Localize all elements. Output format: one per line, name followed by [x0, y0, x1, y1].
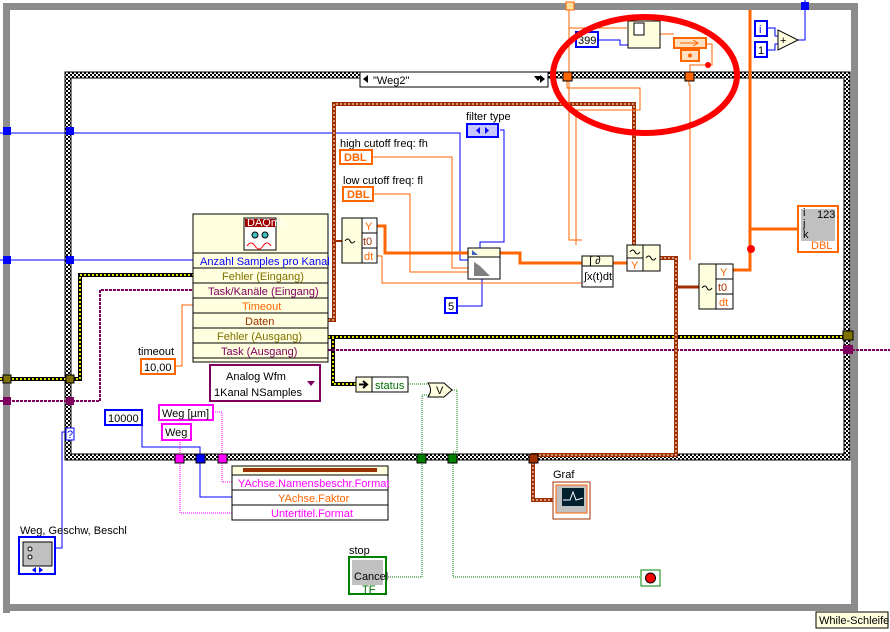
waveform-icon: [344, 238, 356, 244]
scale-value: 10000: [108, 413, 139, 425]
filter-type-label: filter type: [466, 111, 511, 123]
enum-arrows-icon: [476, 127, 489, 134]
high-cutoff-control[interactable]: DBL: [339, 149, 373, 165]
get-waveform-components-1[interactable]: Y t0 dt: [341, 217, 378, 264]
terminal-task-eingang: Task/Kanäle (Eingang): [208, 286, 319, 298]
arrow-icon: [359, 380, 369, 389]
status-label: status: [375, 380, 405, 392]
array-indicator: i j k 123 DBL: [797, 205, 839, 253]
add-symbol: +: [780, 35, 786, 47]
timeout-constant[interactable]: 10,00: [140, 358, 176, 375]
feedback-node[interactable]: [673, 37, 707, 62]
integral-node[interactable]: ∫ ∂ ∫x(t)dt: [581, 255, 614, 288]
case-dropdown-icon[interactable]: [534, 76, 542, 81]
one-constant[interactable]: 1: [754, 41, 768, 58]
case-next-icon[interactable]: [540, 75, 545, 83]
stop-button-text: Cancel: [354, 571, 388, 583]
build-waveform-node[interactable]: Y: [626, 244, 661, 272]
low-cutoff-type: DBL: [347, 189, 370, 201]
terminal-timeout: Timeout: [242, 301, 281, 313]
graph-label: Graf: [553, 469, 575, 481]
case-selector-terminal[interactable]: ?: [65, 427, 75, 441]
while-loop[interactable]: [3, 3, 858, 613]
iteration-terminal: i: [754, 20, 768, 37]
butterworth-filter-node[interactable]: [467, 247, 501, 280]
terminal-anzahl-samples: Anzahl Samples pro Kanal: [200, 256, 330, 268]
daqmx-read-node[interactable]: DAQmx Anzahl Samples pro Kanal Fehler (E…: [192, 213, 330, 363]
array-index-k: k: [803, 229, 809, 241]
daqmx-polymorphic-selector[interactable]: Analog Wfm 1Kanal NSamples: [209, 364, 321, 402]
gwc2-dt: dt: [719, 297, 728, 309]
stop-button-type: TF: [362, 584, 376, 596]
integral-title: ∫ ∂: [588, 255, 601, 267]
polymorph-line-1: Analog Wfm: [226, 371, 286, 383]
enum-label: Weg, Geschw, Beschl: [20, 525, 127, 537]
gwc1-dt: dt: [364, 251, 373, 263]
weg-um-constant[interactable]: Weg [µm]: [158, 404, 214, 421]
case-selector-value: "Weg2": [373, 75, 409, 87]
filter-type-control[interactable]: [466, 123, 499, 138]
gwc1-y: Y: [365, 221, 373, 233]
selector-question-mark: ?: [67, 429, 73, 441]
or-symbol: V: [436, 385, 444, 397]
weg-value: Weg: [165, 427, 187, 439]
iteration-i: i: [759, 24, 761, 36]
wires: [0, 0, 890, 578]
high-cutoff-label: high cutoff freq: fh: [340, 138, 428, 150]
red-annotation-circle: [550, 14, 740, 136]
loop-condition-stop-icon[interactable]: [640, 569, 661, 587]
array-index-j: j: [802, 218, 805, 230]
gwc2-t0: t0: [718, 282, 727, 294]
initialize-array-node[interactable]: [627, 20, 661, 49]
graph-indicator: [552, 481, 591, 520]
one-value: 1: [758, 45, 764, 57]
array-index-i: i: [803, 207, 805, 219]
property-item-1[interactable]: YAchse.Namensbeschr.Format: [238, 478, 389, 490]
or-gate[interactable]: V: [427, 382, 453, 398]
polymorph-line-2: 1Kanal NSamples: [214, 387, 303, 399]
filter-order-constant[interactable]: 5: [444, 297, 458, 314]
stop-label: stop: [349, 545, 370, 557]
case-selector[interactable]: "Weg2": [359, 71, 549, 88]
weg-constant[interactable]: Weg: [161, 423, 192, 441]
case-prev-icon[interactable]: [363, 75, 368, 83]
while-loop-label: While-Schleife: [815, 611, 889, 629]
daqmx-icon-text: DAQmx: [247, 217, 286, 229]
low-cutoff-label: low cutoff freq: fl: [343, 175, 423, 187]
filter-order-value: 5: [448, 301, 454, 313]
feedback-arrow-icon: [680, 39, 699, 47]
property-item-2[interactable]: YAchse.Faktor: [278, 493, 350, 505]
tunnels: [2, 1, 854, 464]
terminal-fehler-eingang: Fehler (Eingang): [222, 271, 304, 283]
terminal-fehler-ausgang: Fehler (Ausgang): [217, 331, 302, 343]
daqmx-icon: DAQmx: [243, 217, 286, 251]
scale-constant[interactable]: 10000: [104, 409, 143, 426]
filter-icon: [472, 250, 478, 255]
terminal-task-ausgang: Task (Ausgang): [221, 346, 297, 358]
gwc1-t0: t0: [363, 236, 372, 248]
unbundle-status[interactable]: status: [355, 376, 409, 393]
timeout-value: 10,00: [144, 362, 172, 374]
array-size-value: 399: [578, 35, 596, 47]
high-cutoff-type: DBL: [344, 152, 367, 164]
terminal-daten: Daten: [245, 316, 274, 328]
stop-button-terminal[interactable]: Cancel TF: [348, 556, 388, 596]
add-node[interactable]: +: [777, 29, 800, 51]
weg-um-value: Weg [µm]: [162, 408, 209, 420]
get-waveform-components-2[interactable]: Y t0 dt: [698, 263, 734, 310]
gwc2-y: Y: [720, 267, 728, 279]
array-type: DBL: [811, 240, 832, 252]
timeout-label: timeout: [138, 346, 174, 358]
integral-body: ∫x(t)dt: [583, 271, 612, 283]
property-item-3[interactable]: Untertitel.Format: [271, 508, 353, 520]
enum-control[interactable]: [18, 536, 56, 575]
low-cutoff-control[interactable]: DBL: [342, 186, 374, 202]
array-display: 123: [817, 209, 835, 221]
enum-arrows-icon: [32, 567, 43, 573]
dropdown-arrow-icon[interactable]: [307, 381, 315, 386]
loop-label-text: While-Schleife: [819, 615, 889, 627]
build-waveform-y: Y: [631, 260, 639, 272]
property-node[interactable]: YAchse.Namensbeschr.Format YAchse.Faktor…: [231, 465, 389, 521]
